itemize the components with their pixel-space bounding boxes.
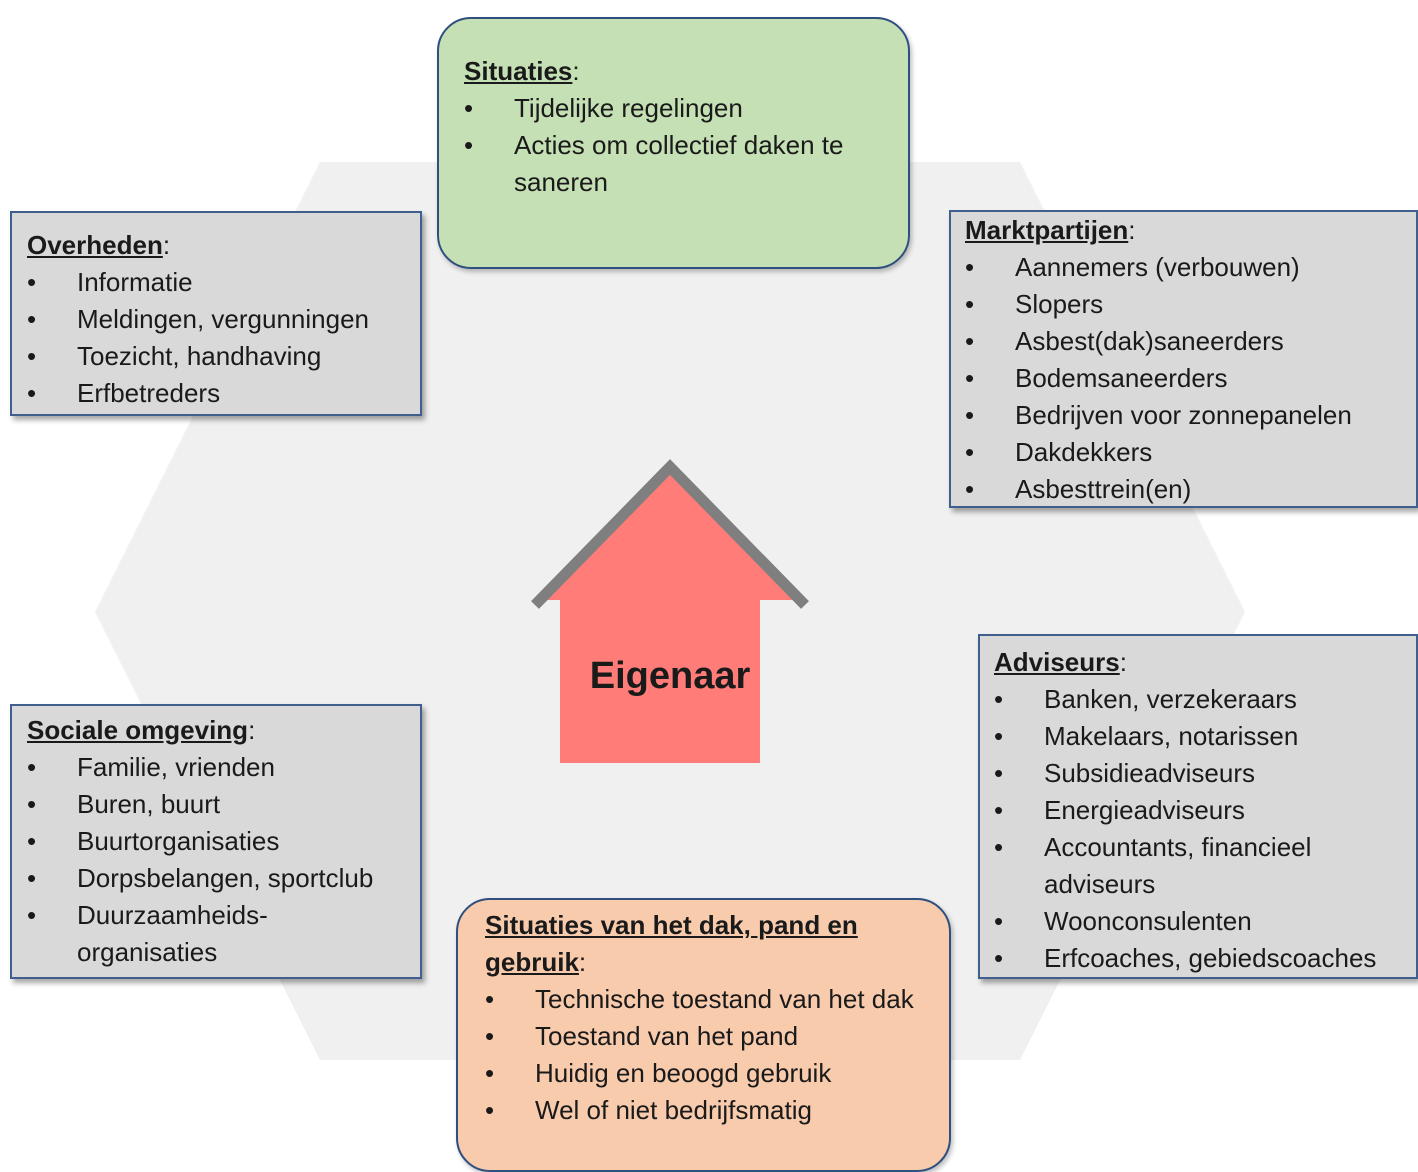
- list-item: Toezicht, handhaving: [27, 338, 410, 375]
- list-item: Tijdelijke regelingen: [464, 90, 884, 127]
- list-item: Asbest(dak)saneerders: [965, 323, 1408, 360]
- adviseurs-list: Banken, verzekeraars Makelaars, notariss…: [994, 681, 1408, 977]
- list-item: Asbesttrein(en): [965, 471, 1408, 508]
- list-item: Slopers: [965, 286, 1408, 323]
- list-item: Aannemers (verbouwen): [965, 249, 1408, 286]
- sociale-omgeving-title: Sociale omgeving:: [27, 715, 256, 745]
- list-item: Erfbetreders: [27, 375, 410, 412]
- sociale-omgeving-list: Familie, vrienden Buren, buurt Buurtorga…: [27, 749, 412, 971]
- house-shape: [531, 459, 809, 763]
- list-item: Toestand van het pand: [485, 1018, 919, 1055]
- list-item: Familie, vrienden: [27, 749, 412, 786]
- marktpartijen-list: Aannemers (verbouwen) Slopers Asbest(dak…: [965, 249, 1408, 508]
- list-item: Meldingen, vergunningen: [27, 301, 410, 338]
- list-item: Subsidieadviseurs: [994, 755, 1408, 792]
- house-label: Eigenaar: [589, 655, 751, 697]
- list-item: Wel of niet bedrijfsmatig: [485, 1092, 919, 1129]
- list-item: Dakdekkers: [965, 434, 1408, 471]
- list-item: Informatie: [27, 264, 410, 301]
- overheden-list: Informatie Meldingen, vergunningen Toezi…: [27, 264, 410, 412]
- list-item: Acties om collectief daken te saneren: [464, 127, 884, 201]
- adviseurs-title: Adviseurs:: [994, 647, 1127, 677]
- situaties-dak-list: Technische toestand van het dak Toestand…: [485, 981, 919, 1129]
- list-item: Energieadviseurs: [994, 792, 1408, 829]
- list-item: Duurzaamheids-organisaties: [27, 897, 307, 971]
- list-item: Dorpsbelangen, sportclub: [27, 860, 412, 897]
- situaties-dak-box: Situaties van het dak, pand en gebruik: …: [456, 898, 951, 1172]
- situaties-dak-title: Situaties van het dak, pand en gebruik:: [485, 910, 858, 977]
- list-item: Huidig en beoogd gebruik: [485, 1055, 919, 1092]
- situaties-title: Situaties:: [464, 56, 580, 86]
- list-item: Buren, buurt: [27, 786, 412, 823]
- situaties-box: Situaties: Tijdelijke regelingen Acties …: [437, 17, 910, 269]
- adviseurs-box: Adviseurs: Banken, verzekeraars Makelaar…: [978, 634, 1418, 979]
- list-item: Erfcoaches, gebiedscoaches: [994, 940, 1408, 977]
- list-item: Makelaars, notarissen: [994, 718, 1408, 755]
- overheden-box: Overheden: Informatie Meldingen, vergunn…: [10, 211, 422, 416]
- marktpartijen-box: Marktpartijen: Aannemers (verbouwen) Slo…: [949, 210, 1418, 508]
- marktpartijen-title: Marktpartijen:: [965, 215, 1136, 245]
- sociale-omgeving-box: Sociale omgeving: Familie, vrienden Bure…: [10, 704, 422, 979]
- list-item: Banken, verzekeraars: [994, 681, 1408, 718]
- situaties-list: Tijdelijke regelingen Acties om collecti…: [464, 90, 884, 201]
- list-item: Wooncon­sulenten: [994, 903, 1408, 940]
- list-item: Buurtorganisaties: [27, 823, 412, 860]
- list-item: Bodemsaneerders: [965, 360, 1408, 397]
- list-item: Accountants, financieel adviseurs: [994, 829, 1408, 903]
- list-item: Technische toestand van het dak: [485, 981, 919, 1018]
- overheden-title: Overheden:: [27, 230, 171, 260]
- list-item: Bedrijven voor zonnepanelen: [965, 397, 1408, 434]
